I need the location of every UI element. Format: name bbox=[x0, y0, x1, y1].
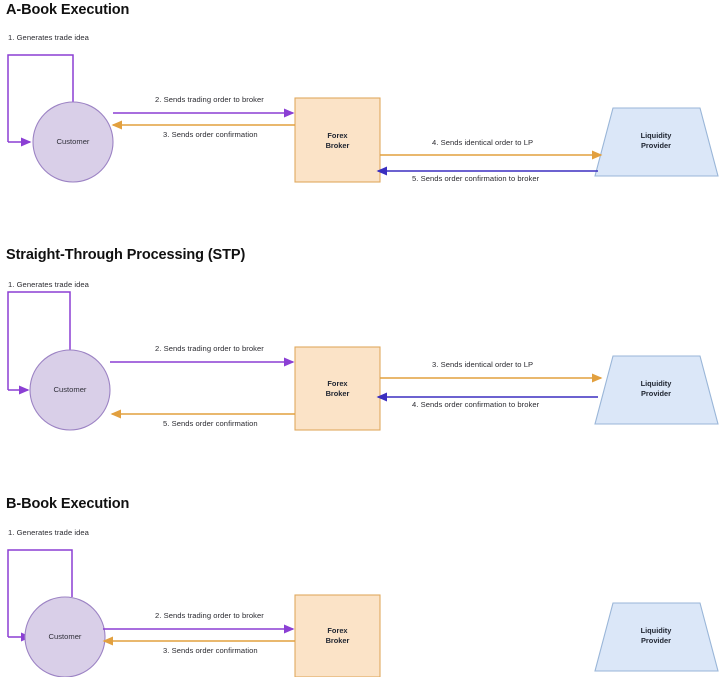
diagram-bbook: B-Book Execution Customer bbox=[0, 480, 720, 677]
edge-label-1: 1. Generates trade idea bbox=[8, 33, 89, 42]
edge-label-3: 3. Sends order confirmation bbox=[163, 646, 258, 655]
diagram-stp: Straight-Through Processing (STP) bbox=[0, 232, 720, 480]
node-forex-broker bbox=[294, 346, 381, 431]
node-customer bbox=[32, 101, 114, 183]
diagram-abook-title: A-Book Execution bbox=[6, 2, 130, 18]
edge-label-3: 3. Sends identical order to LP bbox=[432, 360, 534, 369]
diagram-abook: A-Book Execution bbox=[0, 0, 720, 232]
edge-label-2: 2. Sends trading order to broker bbox=[155, 344, 264, 353]
edge-label-1: 1. Generates trade idea bbox=[8, 280, 89, 289]
edge-label-2: 2. Sends trading order to broker bbox=[155, 611, 264, 620]
edge-generates-trade-idea bbox=[7, 549, 73, 637]
node-forex-broker bbox=[294, 97, 381, 183]
diagram-stp-canvas bbox=[0, 232, 720, 480]
edge-label-1: 1. Generates trade idea bbox=[8, 528, 89, 537]
edge-label-5: 5. Sends order confirmation bbox=[163, 419, 258, 428]
node-liquidity-provider bbox=[594, 602, 719, 672]
node-liquidity-provider bbox=[594, 107, 719, 177]
diagram-abook-canvas bbox=[0, 0, 720, 232]
edge-generates-trade-idea bbox=[7, 291, 71, 390]
edge-label-4: 4. Sends identical order to LP bbox=[432, 138, 534, 147]
node-forex-broker bbox=[294, 594, 381, 677]
diagram-bbook-canvas bbox=[0, 480, 720, 677]
node-liquidity-provider bbox=[594, 355, 719, 425]
node-customer bbox=[24, 596, 106, 677]
edge-label-4: 4. Sends order confirmation to broker bbox=[412, 400, 540, 409]
edge-label-3: 3. Sends order confirmation bbox=[163, 130, 258, 139]
node-customer bbox=[29, 349, 111, 431]
edge-label-2: 2. Sends trading order to broker bbox=[155, 95, 264, 104]
diagram-stp-title: Straight-Through Processing (STP) bbox=[6, 247, 246, 263]
diagram-bbook-title: B-Book Execution bbox=[6, 496, 130, 512]
edge-generates-trade-idea bbox=[7, 54, 74, 142]
edge-label-5: 5. Sends order confirmation to broker bbox=[412, 174, 540, 183]
